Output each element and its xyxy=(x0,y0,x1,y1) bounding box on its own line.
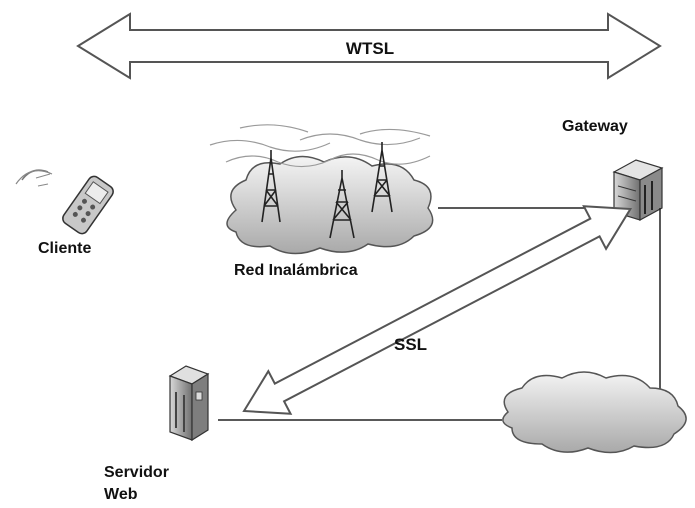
cloud-icon xyxy=(502,371,687,454)
wtsl-double-arrow xyxy=(76,12,662,80)
radio-tower-icon xyxy=(261,142,393,239)
gateway-label: Gateway xyxy=(562,118,628,135)
mobile-phone-icon xyxy=(15,169,114,235)
radio-waves-icon xyxy=(209,124,431,168)
cliente-label: Cliente xyxy=(38,240,91,257)
ssl-label: SSL xyxy=(394,335,427,354)
network-links xyxy=(218,207,661,421)
red-inalambrica-label: Red Inalámbrica xyxy=(234,262,358,279)
servidor-label-line2: Web xyxy=(104,486,138,503)
server-building-icon xyxy=(168,365,210,442)
wtsl-label: WTSL xyxy=(346,39,394,58)
ssl-double-arrow xyxy=(242,205,633,415)
servidor-label-line1: Servidor xyxy=(104,464,169,481)
wireless-network-cloud xyxy=(226,155,434,255)
